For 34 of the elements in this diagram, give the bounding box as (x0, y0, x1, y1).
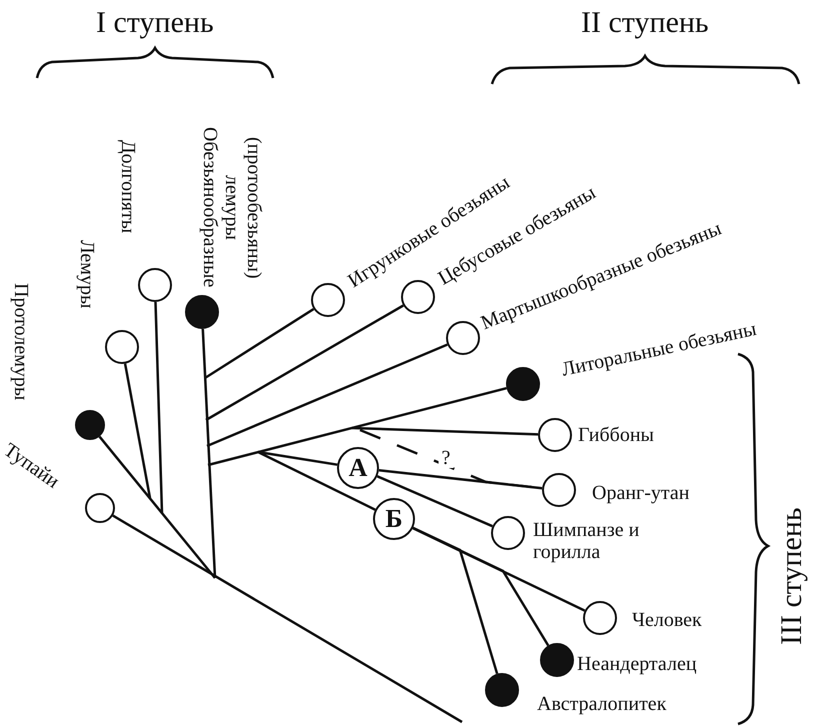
branch-line (412, 526, 586, 612)
branch-line (352, 426, 538, 436)
taxon-label: Протолемуры (10, 283, 32, 400)
taxon-label: Оранг-утан (592, 482, 690, 504)
stage-heading: III ступень (775, 507, 809, 645)
taxon-label: Литоральные обезьяны (560, 318, 758, 381)
branch-line (124, 363, 152, 498)
branch-line (202, 328, 216, 578)
branch-line (112, 514, 463, 724)
taxon-label: Шимпанзе и горилла (533, 519, 640, 563)
branch-line (412, 526, 550, 646)
branch-line (205, 304, 404, 422)
circled-letter: А (337, 447, 379, 489)
stage-heading: I ступень (96, 6, 214, 40)
taxon-label: Гиббоны (578, 424, 654, 446)
taxon-label: Долгопяты (117, 140, 139, 234)
stage-heading: II ступень (581, 6, 709, 40)
taxon-label: Обезьянообразные лемуры (протообезьяны) (199, 126, 265, 290)
branch-line (208, 386, 507, 466)
branch-line (258, 450, 338, 466)
branch-line (204, 308, 314, 380)
edge-label: ? (438, 448, 454, 468)
branch-line (154, 302, 164, 514)
taxon-label: Неандерталец (577, 653, 697, 675)
taxon-label: Человек (632, 609, 702, 631)
branch-line (376, 475, 493, 528)
branch-line (257, 450, 376, 511)
taxon-label: Лемуры (76, 240, 98, 308)
taxon-label: Австралопитек (537, 693, 666, 715)
branch-line (98, 436, 216, 579)
branch-line (206, 343, 448, 448)
branch-line (378, 469, 542, 490)
circled-letter: Б (373, 498, 415, 540)
branch-line (412, 526, 498, 674)
